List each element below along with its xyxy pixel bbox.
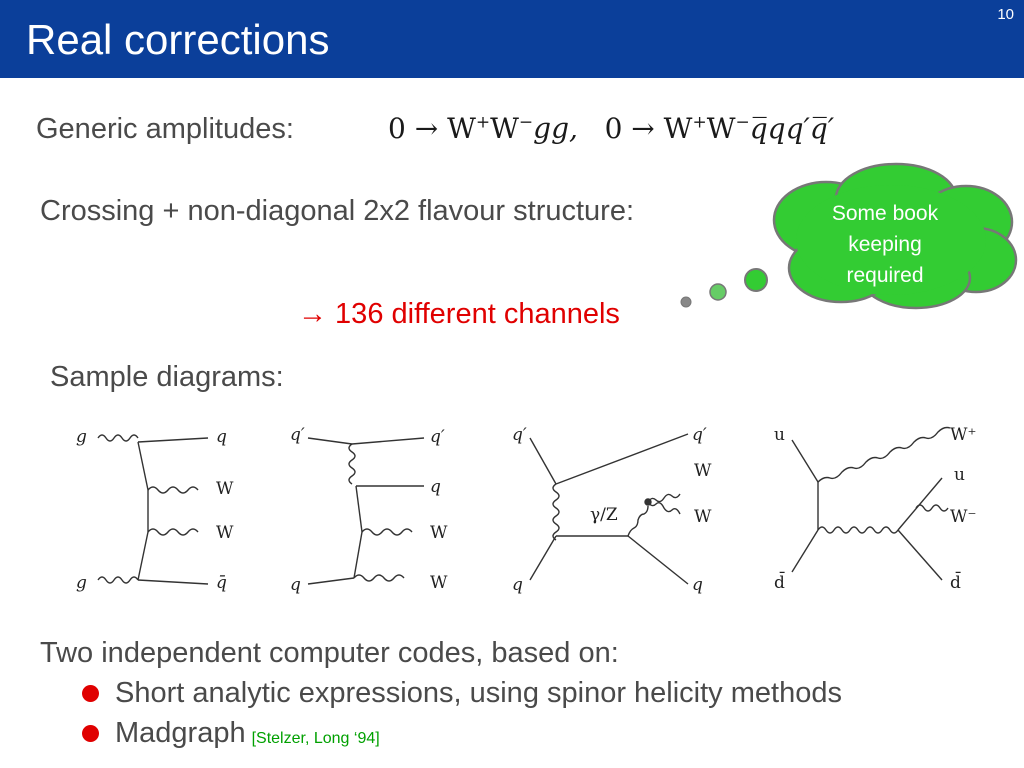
d1-label-m2: W: [216, 523, 234, 543]
bullet-item: Short analytic expressions, using spinor…: [82, 673, 842, 713]
amplitude-formula: 0 → W+W−gg, 0 → W+W−q̅qq′q̅′: [388, 112, 835, 145]
bullet-dot-icon: [82, 684, 99, 702]
d2-label-tr: q′: [430, 427, 445, 447]
d4-label-m2: W⁻: [950, 507, 976, 527]
bullet-dot-icon: [82, 724, 99, 742]
channels-count: → 136 different channels: [298, 298, 620, 330]
computer-codes-label: Two independent computer codes, based on…: [40, 637, 619, 669]
d3-label-tl: q′: [512, 425, 527, 445]
d2-label-tl: q′: [290, 425, 305, 445]
d1-label-br: q̄: [216, 573, 227, 593]
slide-title: Real corrections: [26, 16, 330, 63]
cloud-text: Some book keeping required: [831, 202, 939, 287]
d2-label-br: W: [430, 573, 448, 593]
bullet-text: Short analytic expressions, using spinor…: [115, 676, 842, 709]
d1-label-tr: q: [216, 427, 227, 447]
d3-label-bl: q: [512, 575, 523, 595]
feynman-diagram-3: q′ q′ W W γ/Z q q: [512, 425, 712, 595]
citation-reference: [Stelzer, Long ‘94]: [251, 730, 380, 747]
d1-label-tl: g: [76, 427, 87, 447]
d4-label-tl: u: [774, 425, 785, 445]
title-bar: [0, 0, 1024, 78]
d3-label-tr: q′: [692, 425, 707, 445]
bullet-text: Madgraph: [115, 716, 246, 749]
feynman-diagram-1: g q W W g q̄: [76, 427, 234, 593]
bullet-list: Short analytic expressions, using spinor…: [82, 673, 842, 753]
d3-label-mid: γ/Z: [590, 505, 618, 525]
d4-label-br: d̄: [950, 570, 961, 593]
feynman-diagram-4: u W⁺ u W⁻ d̄ d̄: [774, 425, 976, 593]
bullet-item: Madgraph [Stelzer, Long ‘94]: [82, 713, 842, 753]
d3-label-m1: W: [694, 461, 712, 481]
d2-label-m2: W: [430, 523, 448, 543]
d1-label-m1: W: [216, 479, 234, 499]
crossing-label: Crossing + non-diagonal 2x2 flavour stru…: [40, 195, 635, 227]
d3-label-br: q: [692, 575, 703, 595]
d2-label-bl: q: [290, 575, 301, 595]
page-number: 10: [997, 6, 1014, 23]
d4-label-tr: W⁺: [950, 425, 976, 445]
d4-label-m1: u: [954, 465, 965, 485]
d1-label-bl: g: [76, 573, 87, 593]
generic-amplitudes-label: Generic amplitudes:: [36, 113, 294, 145]
thought-cloud: [680, 162, 1018, 310]
sample-diagrams-label: Sample diagrams:: [50, 361, 284, 393]
d4-label-bl: d̄: [774, 570, 785, 593]
d3-label-m2: W: [694, 507, 712, 527]
d2-label-m1: q: [430, 477, 441, 497]
feynman-diagram-2: q′ q′ q W q W: [290, 425, 448, 595]
